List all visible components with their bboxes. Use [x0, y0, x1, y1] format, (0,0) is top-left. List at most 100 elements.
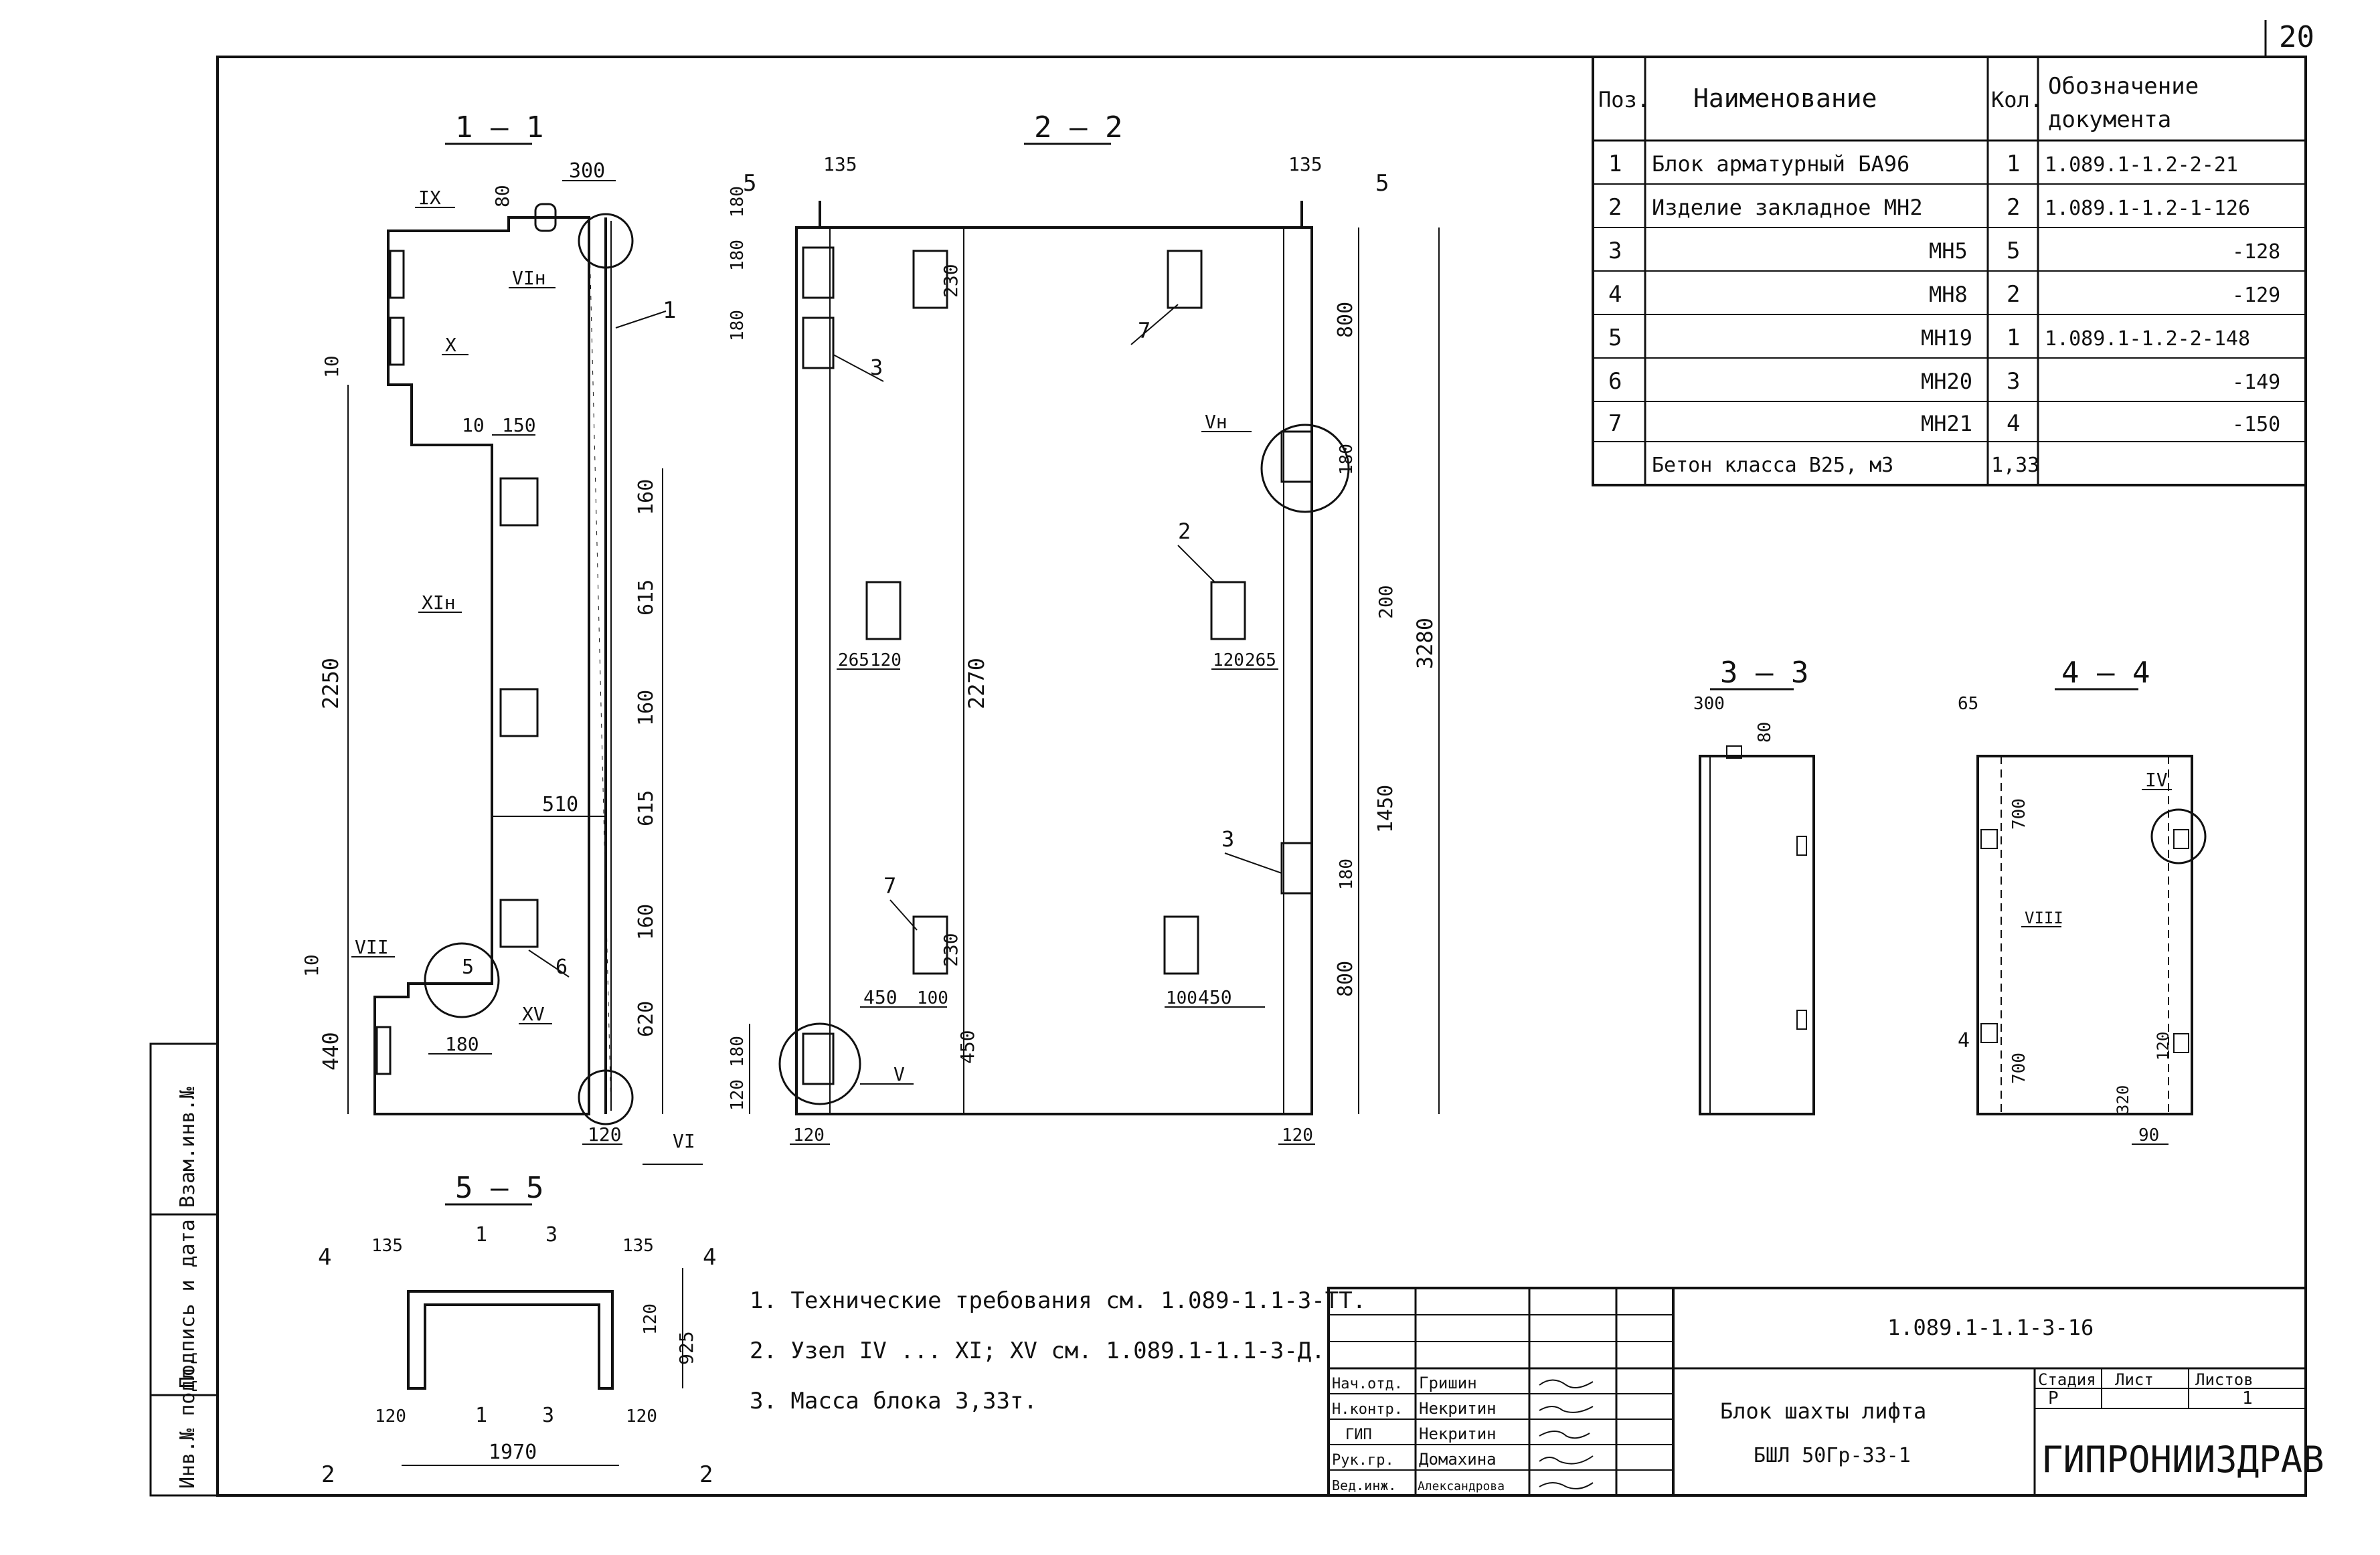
tb-sheets: 1	[2242, 1388, 2253, 1408]
callout-VIn: VIн	[512, 267, 546, 289]
dim-135b: 135	[1288, 153, 1323, 175]
signature-1	[1539, 1379, 1594, 1388]
th-pos: Поз.	[1598, 87, 1650, 112]
dim-440: 440	[318, 1032, 343, 1071]
notes: 1. Технические требования см. 1.089-1.1-…	[750, 1287, 1366, 1414]
tb-sheet-label: Лист	[2115, 1370, 2154, 1389]
row8-qty: 1,33	[1991, 454, 2039, 477]
dim-10b: 10	[301, 954, 323, 977]
signature-4	[1539, 1455, 1594, 1465]
dim-1970: 1970	[489, 1441, 537, 1464]
callout-IV: IV	[2145, 769, 2168, 791]
row5-name: МН19	[1921, 325, 1972, 351]
dim-120h: 120	[641, 1303, 661, 1335]
tb-title-2: БШЛ 50Гр-33-1	[1754, 1444, 1911, 1467]
section-1-1-title: 1 – 1	[455, 110, 543, 145]
row7-pos: 7	[1608, 410, 1622, 437]
dim-615b: 615	[634, 790, 658, 826]
dim-230b: 230	[940, 933, 962, 967]
row1-name: Блок арматурный БА96	[1652, 151, 1909, 177]
callout-pos-7b: 7	[883, 873, 896, 899]
stamp-inv-podl: Инв.№ подл.	[176, 1356, 199, 1489]
dim-450c: 450	[1198, 986, 1232, 1008]
dim-100a: 100	[917, 988, 948, 1008]
dim-160b: 160	[634, 690, 658, 726]
callout-pos-3b: 3	[1221, 826, 1234, 852]
tb-code: 1.089.1-1.1-3-16	[1887, 1315, 2094, 1340]
dim-180d: 180	[728, 310, 748, 341]
signature-3	[1539, 1431, 1590, 1439]
tb-sheets-label: Листов	[2195, 1370, 2254, 1389]
dim-10a: 10	[321, 355, 343, 378]
dim-925: 925	[675, 1331, 697, 1365]
cut-5-left: 5	[743, 170, 756, 197]
section-4-4-outline	[1976, 755, 2193, 1115]
callout-VI: VI	[673, 1130, 695, 1152]
dim-200: 200	[1375, 585, 1397, 619]
cut-1-top: 1	[475, 1223, 487, 1247]
dim-450b: 450	[863, 986, 898, 1008]
dim-120d: 120	[1213, 650, 1244, 670]
th-name: Наименование	[1693, 84, 1877, 113]
dim-150: 150	[502, 414, 536, 436]
row5-pos: 5	[1608, 325, 1622, 351]
section-2-2-outline	[795, 226, 1313, 1115]
row4-qty: 2	[2007, 281, 2020, 308]
dim-120i: 120	[375, 1406, 406, 1427]
dim-160c: 160	[634, 904, 658, 940]
node-VI-circle	[578, 1069, 634, 1125]
sheet-frame	[216, 56, 2307, 1497]
tb-name-2: Некритин	[1419, 1399, 1497, 1418]
dim-180c: 180	[728, 240, 748, 271]
callout-pos-6: 6	[556, 955, 568, 979]
callout-IX: IX	[418, 187, 441, 209]
dim-615a: 615	[634, 579, 658, 616]
row5-qty: 1	[2007, 325, 2020, 351]
node-V-circle	[778, 1022, 861, 1105]
dim-135a: 135	[823, 153, 857, 175]
dim-3280: 3280	[1412, 618, 1438, 669]
section-3-3-title: 3 – 3	[1720, 656, 1808, 690]
dim-180a: 180	[445, 1033, 479, 1055]
dim-120a: 120	[588, 1123, 622, 1146]
dim-320: 320	[2114, 1085, 2132, 1114]
dim-450a: 450	[956, 1030, 979, 1064]
row7-name: МН21	[1921, 411, 1972, 436]
callout-pos-1: 1	[663, 297, 676, 324]
dim-300b: 300	[1693, 694, 1725, 714]
tb-role-3: ГИП	[1345, 1427, 1372, 1443]
tb-title-1: Блок шахты лифта	[1720, 1398, 1926, 1424]
cut-1-bottom: 1	[475, 1404, 487, 1427]
dim-120g: 120	[2154, 1032, 2173, 1061]
dim-700b: 700	[2009, 1053, 2029, 1084]
row8-name: Бетон класса В25, м3	[1652, 454, 1893, 477]
dim-120f: 120	[1282, 1125, 1313, 1146]
section-5-5-outline	[407, 1290, 614, 1390]
callout-VIII: VIII	[2025, 909, 2063, 927]
cut-2-left: 2	[321, 1461, 335, 1488]
dim-700a: 700	[2009, 798, 2029, 830]
cut-3-bottom: 3	[542, 1404, 554, 1427]
dim-10c: 10	[462, 414, 485, 436]
dim-135c: 135	[371, 1236, 403, 1256]
dim-300: 300	[569, 159, 605, 183]
section-3-3: 3 – 3 300 80	[1693, 656, 1815, 1115]
dim-120b: 120	[728, 1079, 748, 1111]
cut-4-left: 4	[318, 1244, 331, 1271]
cut-4-right: 4	[703, 1244, 716, 1271]
row5-doc: 1.089.1-1.2-2-148	[2045, 327, 2250, 351]
dim-135d: 135	[622, 1236, 654, 1256]
node-Vn-circle	[1260, 424, 1350, 513]
callout-Vn: Vн	[1205, 411, 1227, 433]
row2-doc: 1.089.1-1.2-1-126	[2045, 197, 2250, 220]
dim-120e: 120	[793, 1125, 825, 1146]
dim-620: 620	[634, 1001, 658, 1037]
section-2-2: 2 – 2 180 180 180 180 120 135 135 230 22…	[728, 110, 1440, 1146]
dim-100b: 100	[1166, 988, 1197, 1008]
row6-name: МН20	[1921, 369, 1972, 394]
spec-table: Поз. Наименование Кол. Обозначение докум…	[1592, 56, 2307, 486]
dim-1450: 1450	[1374, 785, 1397, 833]
note-1: 1. Технические требования см. 1.089-1.1-…	[750, 1287, 1366, 1314]
dim-120j: 120	[626, 1406, 657, 1427]
